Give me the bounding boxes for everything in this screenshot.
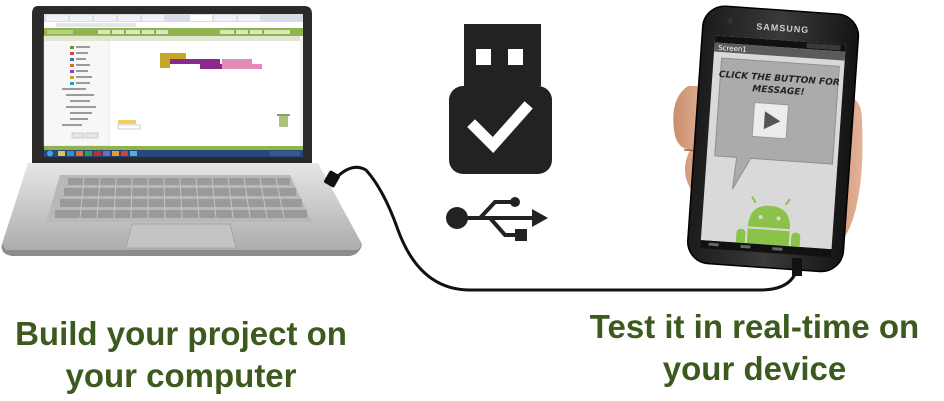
phone — [686, 5, 860, 273]
usb-plug-laptop — [324, 170, 340, 188]
caption-build-line2: your computer — [65, 357, 297, 394]
phone-brand: SAMSUNG — [756, 21, 810, 35]
usb-cable — [334, 165, 800, 292]
trash-icon — [279, 116, 288, 127]
usb-plug-phone — [792, 258, 802, 276]
caption-build-line1: Build your project on — [15, 315, 347, 352]
caption-test: Test it in real-time on your device — [565, 306, 944, 390]
trackpad — [125, 223, 237, 249]
usb-symbol-icon — [446, 197, 548, 241]
play-icon — [763, 111, 781, 130]
phone-message-line2: MESSAGE! — [752, 84, 805, 98]
caption-test-line2: your device — [662, 350, 847, 387]
usb-drive-check-icon — [449, 24, 552, 174]
caption-test-line1: Test it in real-time on — [589, 308, 920, 345]
caption-build: Build your project on your computer — [0, 313, 362, 397]
laptop — [1, 6, 362, 256]
phone-screen-title: Screen1 — [718, 44, 747, 54]
